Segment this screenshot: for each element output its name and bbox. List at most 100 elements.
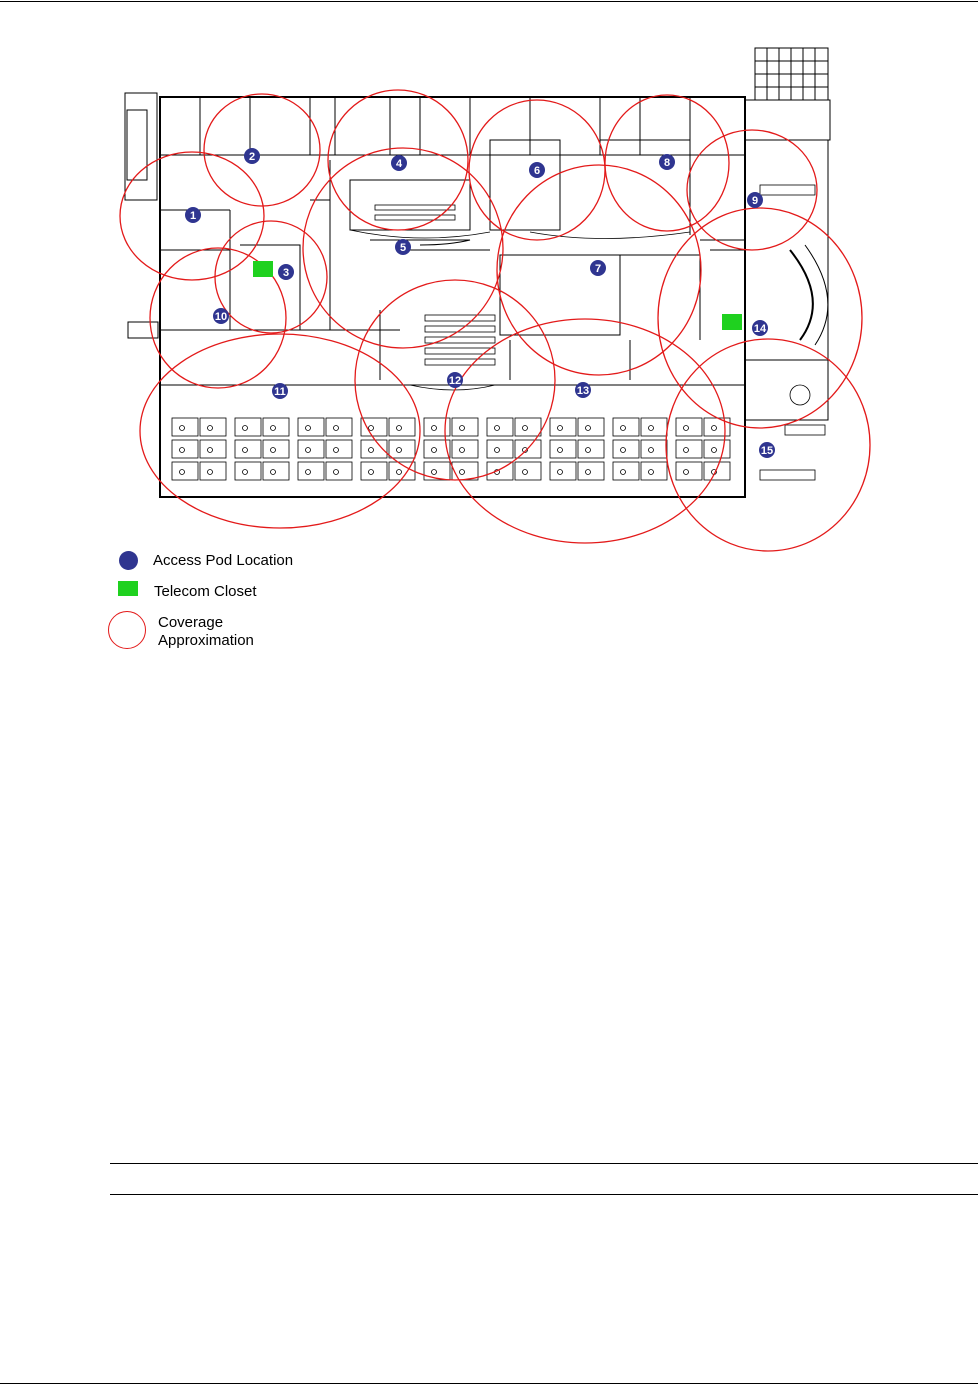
cubicle-chair (495, 426, 500, 431)
access-pod-12: 12 (447, 372, 463, 388)
cubicle-chair (271, 470, 276, 475)
cubicle (676, 418, 702, 436)
access-pod-1: 1 (185, 207, 201, 223)
cubicle-chair (460, 470, 465, 475)
conference-table (760, 470, 815, 480)
cubicle (613, 418, 639, 436)
office-room (690, 97, 745, 155)
cubicle (263, 440, 289, 458)
cubicle-chair (649, 470, 654, 475)
partition-wall (310, 200, 330, 320)
access-pod-number: 5 (400, 242, 406, 254)
coverage-circle (140, 334, 420, 528)
cubicle (361, 418, 387, 436)
partition-wall (370, 240, 470, 245)
cubicle (487, 418, 513, 436)
cubicle (704, 440, 730, 458)
cubicle (515, 462, 541, 480)
telecom-closet (722, 314, 742, 330)
access-pod-number: 6 (534, 165, 540, 177)
access-pod-number: 1 (190, 210, 196, 222)
cubicle (235, 462, 261, 480)
cubicle-chair (621, 470, 626, 475)
telecom-closet (253, 261, 273, 277)
cubicle-chair (558, 426, 563, 431)
access-pod-11: 11 (272, 383, 288, 399)
cubicle (676, 462, 702, 480)
cubicle (326, 462, 352, 480)
cubicle-chair (523, 426, 528, 431)
coverage-circle (687, 130, 817, 250)
footer-rule-top (110, 1163, 978, 1164)
north-wing (745, 100, 830, 140)
access-pod-9: 9 (747, 192, 763, 208)
cubicle-chair (621, 448, 626, 453)
cubicle-chair (586, 448, 591, 453)
access-pod-15: 15 (759, 442, 775, 458)
coverage-legend-icon (108, 611, 146, 649)
cubicle-chair (243, 448, 248, 453)
access-pod-14: 14 (752, 320, 768, 336)
cubicle-chair (369, 470, 374, 475)
partition-wall (600, 140, 690, 235)
office-room (310, 97, 335, 155)
cubicle-chair (684, 448, 689, 453)
cubicle-chair (180, 426, 185, 431)
cubicle-chair (369, 426, 374, 431)
curved-wall (790, 250, 813, 340)
cubicle-chair (306, 426, 311, 431)
seat-row (375, 215, 455, 220)
cubicle (326, 440, 352, 458)
cubicle (704, 418, 730, 436)
coverage-legend-label: Coverage Approximation (158, 614, 254, 650)
cubicle-chair (397, 470, 402, 475)
access-pod-number: 10 (215, 311, 227, 323)
coverage-circle (204, 94, 320, 206)
access-pod-3: 3 (278, 264, 294, 280)
cubicle (200, 462, 226, 480)
cubicle-chair (432, 448, 437, 453)
cubicle-chair (208, 426, 213, 431)
coverage-circle (658, 208, 862, 428)
access-pod-number: 13 (577, 385, 589, 397)
access-pod-number: 11 (274, 386, 286, 398)
entry-door (127, 110, 147, 180)
cubicle-chair (649, 426, 654, 431)
cubicle-chair (180, 470, 185, 475)
conference-table (760, 185, 815, 195)
cubicle (172, 418, 198, 436)
cubicle-chair (180, 448, 185, 453)
access-pod-5: 5 (395, 239, 411, 255)
cubicle (487, 440, 513, 458)
footer-rule-bottom (110, 1194, 978, 1195)
cubicle (550, 440, 576, 458)
telecom-closet-legend-icon (118, 581, 138, 596)
cubicle-chair (684, 470, 689, 475)
cubicle-chair (334, 470, 339, 475)
cubicle-chair (460, 448, 465, 453)
cubicle (550, 418, 576, 436)
cubicle-chair (243, 426, 248, 431)
cubicle (200, 440, 226, 458)
cubicle-chair (558, 470, 563, 475)
cubicle-chair (397, 426, 402, 431)
cubicle-chair (586, 426, 591, 431)
cubicle-chair (432, 426, 437, 431)
conference-table (785, 425, 825, 435)
access-pod-legend-label: Access Pod Location (153, 552, 293, 570)
partition-wall (490, 140, 560, 230)
access-pod-legend-icon (119, 551, 138, 570)
cubicle-chair (523, 470, 528, 475)
seat-row (425, 359, 495, 365)
cubicle (613, 462, 639, 480)
cubicle (452, 462, 478, 480)
access-pod-number: 8 (664, 157, 670, 169)
cubicle-chair (684, 426, 689, 431)
cubicle (361, 462, 387, 480)
office-room (335, 97, 390, 155)
cubicle-chair (649, 448, 654, 453)
building-walls (125, 48, 830, 497)
access-pod-number: 14 (754, 323, 767, 335)
